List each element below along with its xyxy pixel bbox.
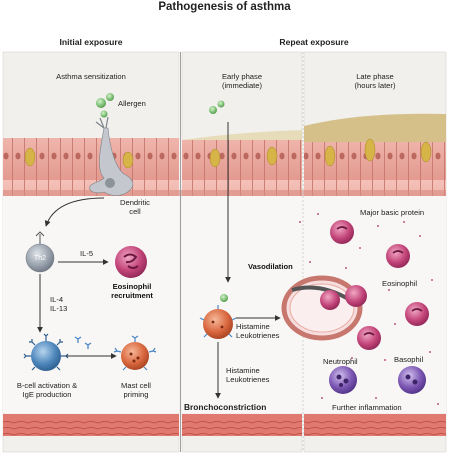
late-phase-label: Late phase (hours later): [354, 72, 396, 90]
neutrophil-label: Neutrophil: [323, 357, 358, 366]
further-inflammation-label: Further inflammation: [332, 403, 402, 412]
mast-cell-priming-label: Mast cell priming: [121, 381, 151, 399]
initial-exposure-heading: Initial exposure: [59, 37, 123, 47]
il5-label: IL-5: [80, 249, 94, 258]
bcell-activation-label: B-cell activation & IgE production: [16, 381, 78, 399]
dendritic-cell-shape: [89, 116, 134, 196]
b-cell-shape: [23, 333, 69, 371]
th2-cell-shape: [25, 231, 55, 273]
mast-cell-shape: [113, 335, 157, 371]
bronchoconstriction-label: Bronchoconstriction: [184, 402, 267, 412]
eosinophil-recruitment-label: Eosinophil recruitment: [111, 282, 153, 300]
major-basic-protein-label: Major basic protein: [360, 208, 425, 217]
allergen-particles: [96, 93, 114, 118]
blood-vessel-shape: [281, 275, 363, 341]
early-phase-label: Early phase (immediate): [221, 72, 263, 90]
il4-il13-label: IL-4 IL-13: [50, 295, 68, 313]
allergen-label: Allergen: [118, 99, 146, 108]
histamine-leukotrienes-1-label: Histamine Leukotrienes: [236, 322, 280, 340]
th2-label: Th2: [33, 255, 47, 262]
eosinophil-label: Eosinophil: [382, 279, 418, 288]
diagram-title: Pathogenesis of asthma: [158, 1, 291, 13]
basophil-label: Basophil: [394, 355, 424, 364]
histamine-leukotrienes-2-label: Histamine Leukotrienes: [226, 366, 270, 384]
repeat-exposure-heading: Repeat exposure: [279, 37, 349, 47]
vasodilation-label: Vasodilation: [248, 262, 293, 271]
asthma-sensitization-label: Asthma sensitization: [56, 72, 126, 81]
dendritic-cell-label: Dendritic cell: [120, 198, 150, 216]
